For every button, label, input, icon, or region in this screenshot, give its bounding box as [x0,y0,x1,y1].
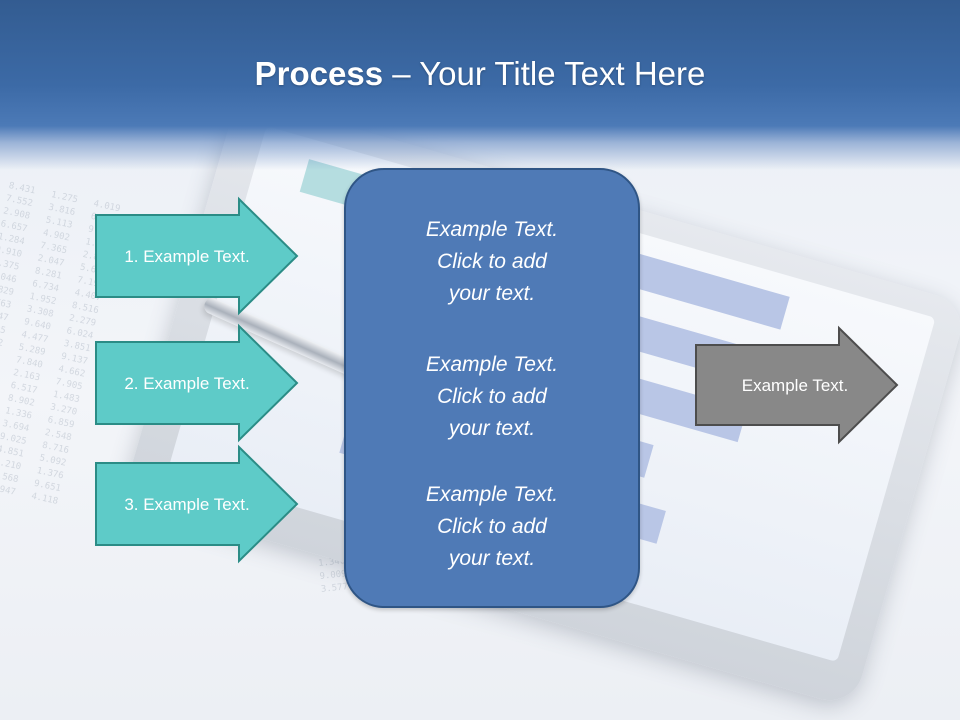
block-line: Example Text. [425,218,559,241]
process-arrow-3-label: 3. Example Text. [124,494,250,514]
block-line: Click to add [437,385,547,408]
title-rest: – Your Title Text Here [383,55,706,92]
center-text-block-2: Example Text. Click to add your text. [346,349,638,445]
result-arrow[interactable]: Example Text. [695,325,899,445]
process-arrow-2-label: 2. Example Text. [124,373,250,393]
block-line: your text. [448,417,536,440]
header-band [0,0,960,170]
slide-title[interactable]: Process – Your Title Text Here [0,55,960,93]
result-arrow-label: Example Text. [741,375,849,395]
block-line: your text. [448,282,536,305]
process-arrow-2[interactable]: 2. Example Text. [95,323,299,443]
block-line: your text. [448,547,536,570]
process-arrow-1-label: 1. Example Text. [124,246,250,266]
center-text-box[interactable]: Example Text. Click to add your text. Ex… [344,168,640,608]
process-arrow-1[interactable]: 1. Example Text. [95,196,299,316]
title-bold: Process [254,55,384,92]
block-line: Example Text. [425,483,559,506]
block-line: Example Text. [425,353,559,376]
center-text-block-1: Example Text. Click to add your text. [346,214,638,310]
process-arrow-3[interactable]: 3. Example Text. [95,444,299,564]
block-line: Click to add [437,250,547,273]
center-text-block-3: Example Text. Click to add your text. [346,479,638,575]
block-line: Click to add [437,515,547,538]
